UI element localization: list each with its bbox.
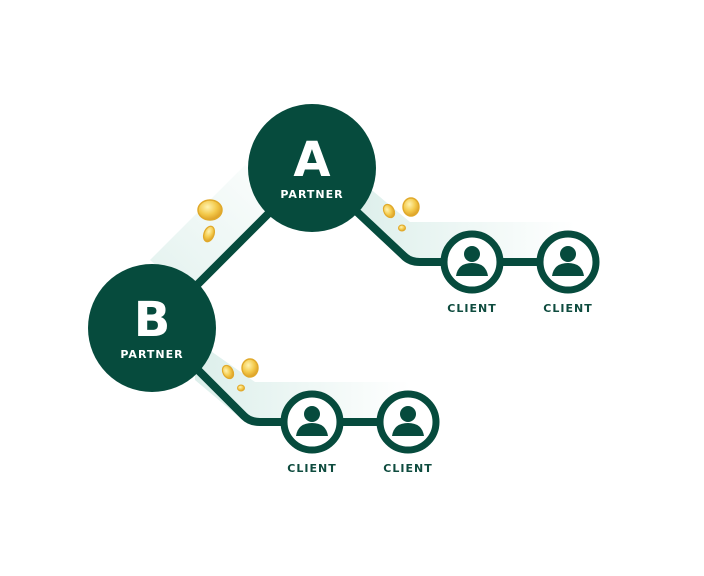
- client-node-a2: CLIENT: [536, 230, 600, 315]
- coin-icon: [237, 384, 245, 392]
- coin-icon: [402, 197, 420, 217]
- person-icon: [392, 406, 424, 436]
- partner-b-label: PARTNER: [120, 348, 183, 361]
- coin-icon: [382, 203, 396, 219]
- client-node-b2: CLIENT: [376, 390, 440, 475]
- client-label: CLIENT: [287, 462, 336, 475]
- coin-icon: [241, 358, 259, 378]
- client-label: CLIENT: [447, 302, 496, 315]
- client-label: CLIENT: [543, 302, 592, 315]
- glow-band-b-clients: [195, 340, 410, 422]
- person-icon: [296, 406, 328, 436]
- partner-a-letter: A: [293, 132, 330, 188]
- coin-icon: [221, 364, 235, 380]
- partner-b-letter: B: [134, 292, 171, 348]
- coin-icon: [398, 224, 406, 232]
- person-icon: [456, 246, 488, 276]
- person-icon: [552, 246, 584, 276]
- connector-a-to-clients: [336, 192, 572, 266]
- client-node-b1: CLIENT: [280, 390, 344, 475]
- coins-b-to-a: [197, 199, 223, 243]
- partner-b-node: B PARTNER: [88, 264, 216, 392]
- coins-b-to-clients: [221, 358, 259, 392]
- glow-bands: [150, 165, 575, 422]
- client-label: CLIENT: [383, 462, 432, 475]
- glow-band-b-to-a: [150, 165, 285, 295]
- coin-icon: [197, 199, 223, 221]
- partner-a-node: A PARTNER: [248, 104, 376, 232]
- glow-band-a-clients: [350, 172, 575, 262]
- coins-a-to-clients: [382, 197, 420, 232]
- partner-a-label: PARTNER: [280, 188, 343, 201]
- connector-b-to-a: [182, 196, 286, 300]
- client-node-a1: CLIENT: [440, 230, 504, 315]
- connectors: [182, 192, 572, 426]
- connector-b-to-clients: [184, 356, 412, 426]
- coin-icon: [202, 225, 216, 243]
